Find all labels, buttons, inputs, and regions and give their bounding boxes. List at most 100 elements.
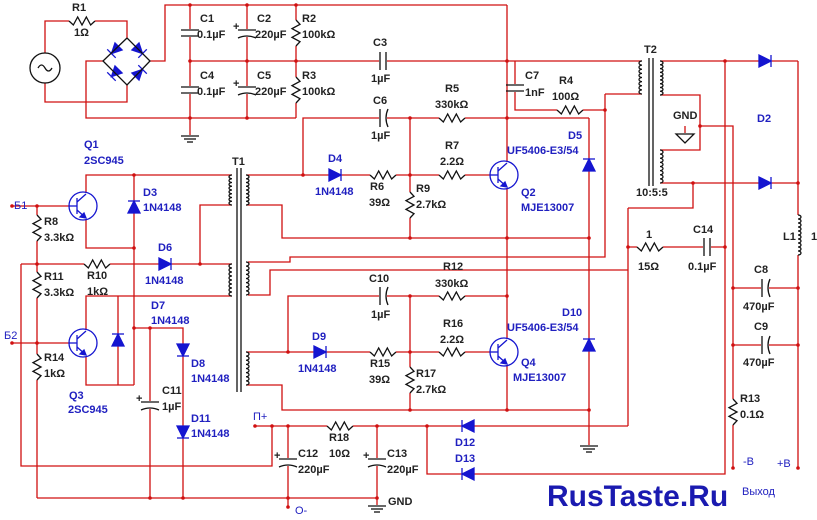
resistor-R12 — [438, 290, 466, 302]
resistor-zigzag — [636, 241, 664, 253]
diode-D10 — [581, 337, 597, 352]
winding — [245, 261, 250, 296]
resistor-zigzag — [438, 290, 466, 302]
label-C3-value: 1µF — [371, 73, 390, 85]
junction-dot — [626, 245, 630, 249]
label-R17-value: 2.7kΩ — [416, 384, 446, 396]
label-R11-value: 3.3kΩ — [44, 287, 74, 299]
label-D9-value: 1N4148 — [298, 363, 337, 375]
wire — [302, 117, 589, 175]
junction-dot — [731, 286, 735, 290]
terminals-output: Выход — [742, 486, 775, 498]
junction-dot — [148, 326, 152, 330]
diode-triangle — [758, 53, 773, 69]
label-Q4-value: MJE13007 — [513, 372, 566, 384]
winding — [245, 351, 250, 386]
emitter-arrow — [499, 180, 509, 188]
resistor-R1 — [68, 15, 96, 27]
label-R2-value: 100kΩ — [302, 29, 335, 41]
label-C2-ref: C2 — [257, 13, 271, 25]
capacitor-C11: + — [136, 393, 160, 411]
plate — [237, 92, 257, 96]
T1-primary-2 — [228, 263, 234, 297]
wire — [44, 83, 128, 103]
diode-triangle — [158, 256, 173, 272]
label-C13-value: 220µF — [387, 464, 419, 476]
plate — [140, 407, 160, 411]
capacitor-C9 — [761, 335, 771, 355]
plate — [385, 286, 389, 306]
label-R15-ref: R15 — [370, 358, 390, 370]
terminals-p_plus: П+ — [253, 411, 267, 423]
label-C9-value: 470µF — [743, 357, 775, 369]
wire — [628, 183, 694, 209]
resistor-R10 — [83, 258, 111, 270]
label-R8-value: 3.3kΩ — [44, 232, 74, 244]
label-T2-ratio: 10:5:5 — [636, 187, 668, 199]
label-Q3-ref: Q3 — [69, 390, 84, 402]
diode-triangle — [460, 466, 475, 482]
junction-dot — [132, 173, 136, 177]
capacitor-C4 — [181, 86, 199, 94]
label-D5-value: UF5406-E3/54 — [507, 145, 579, 157]
capacitor-C10 — [379, 286, 389, 306]
wire — [248, 94, 606, 263]
transistor-Q4 — [489, 337, 519, 367]
label-R1-ref: R1 — [72, 2, 86, 14]
resistor-R8 — [31, 214, 43, 242]
plus-sign: + — [274, 450, 280, 462]
label-D13-ref: D13 — [455, 453, 475, 465]
junction-dot — [10, 204, 14, 208]
wire — [248, 269, 628, 296]
plate — [278, 464, 298, 468]
junction-dot — [723, 59, 727, 63]
emitter-arrow — [78, 211, 88, 219]
junction-dot — [188, 116, 192, 120]
label-R6-ref: R6 — [370, 181, 384, 193]
diode-D7 — [110, 332, 126, 347]
inductor-L1 — [796, 214, 802, 256]
terminals-o_minus: О- — [295, 505, 308, 517]
label-D3-ref: D3 — [143, 187, 157, 199]
capacitor-C1 — [181, 29, 199, 37]
label-R14-value: 1kΩ — [44, 368, 65, 380]
label-C2-value: 220µF — [255, 29, 287, 41]
junction-dot — [132, 246, 136, 250]
label-R3-value: 100kΩ — [302, 86, 335, 98]
wire — [246, 384, 589, 411]
junction-dot — [691, 181, 695, 185]
collector-lead — [497, 339, 508, 349]
label-R16-value: 2.2Ω — [440, 334, 464, 346]
junction-dot — [294, 59, 298, 63]
diode-triangle — [126, 199, 142, 214]
label-R7-value: 2.2Ω — [440, 156, 464, 168]
wire — [287, 295, 507, 352]
terminals-gnd: GND — [388, 496, 413, 508]
ground-icon — [674, 133, 696, 144]
resistor-zigzag — [31, 353, 43, 381]
resistor-zigzag — [31, 271, 43, 299]
watermark-logo: RusTaste.Ru — [547, 480, 728, 513]
junction-dot — [245, 116, 249, 120]
transistor-Q1 — [68, 191, 98, 221]
plate — [767, 335, 771, 355]
collector-lead — [497, 162, 508, 172]
label-C11-value: 1µF — [162, 401, 181, 413]
label-C6-ref: C6 — [373, 95, 387, 107]
junction-dot — [505, 116, 509, 120]
junction-dot — [245, 3, 249, 7]
junction-dot — [505, 236, 509, 240]
capacitor-C14 — [703, 238, 711, 256]
wire — [85, 357, 134, 386]
junction-dot — [132, 326, 136, 330]
diode-triangle — [110, 332, 126, 347]
label-L1-value: 1 — [811, 231, 817, 243]
diode-D9 — [313, 344, 328, 360]
label-R6-value: 39Ω — [369, 197, 390, 209]
junction-dot — [270, 424, 274, 428]
label-D2-ref: D2 — [757, 113, 771, 125]
terminals-minus_b: -B — [743, 456, 754, 468]
junction-dot — [294, 3, 298, 7]
label-D4-value: 1N4148 — [315, 186, 354, 198]
